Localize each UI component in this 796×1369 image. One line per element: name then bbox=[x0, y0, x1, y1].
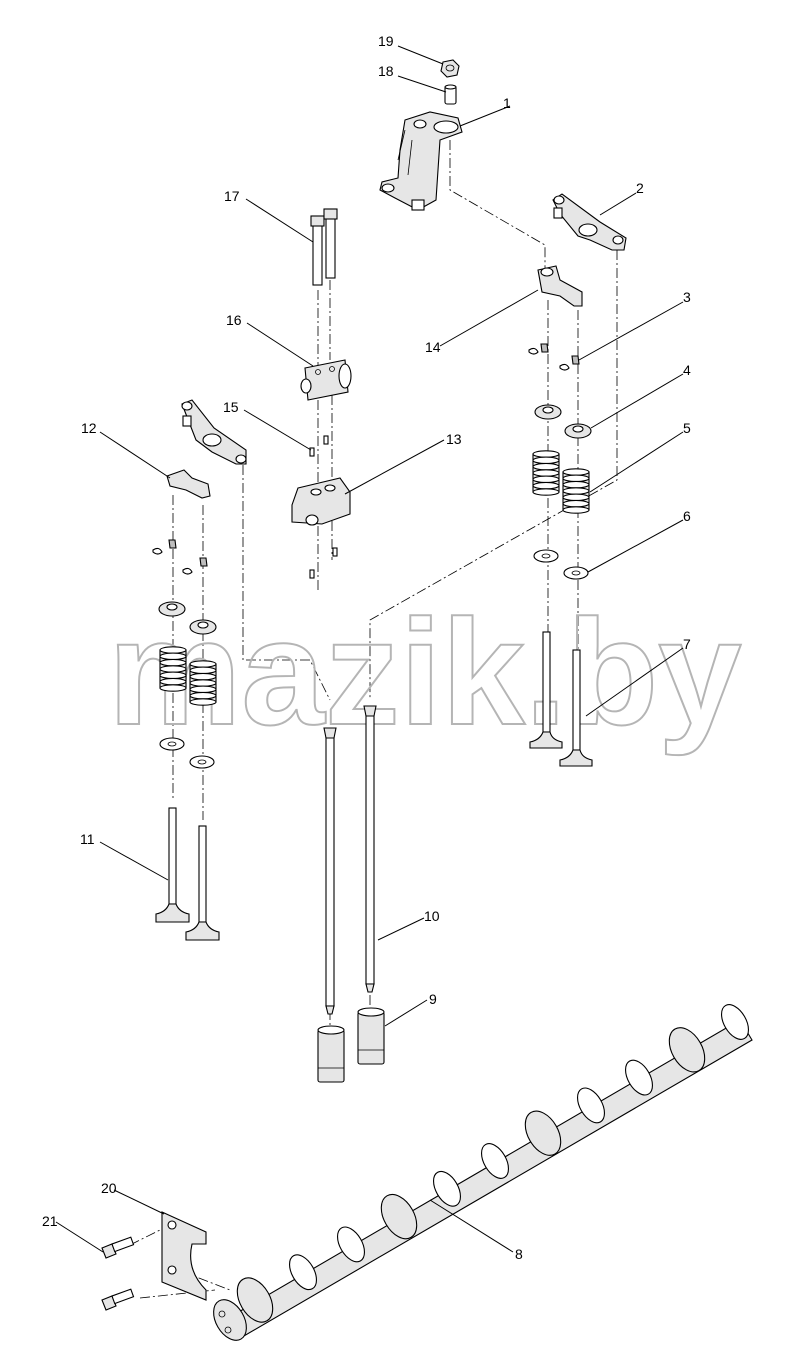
part-18-bushing bbox=[444, 84, 457, 105]
callout-17: 17 bbox=[224, 188, 240, 204]
part-4-spring-retainers-right bbox=[534, 404, 592, 439]
part-19-nut bbox=[440, 59, 460, 78]
callout-8: 8 bbox=[515, 1246, 523, 1262]
part-1-rocker-bracket bbox=[379, 111, 463, 211]
part-13-bracket bbox=[291, 477, 351, 526]
left-valve-springs bbox=[159, 646, 217, 706]
part-11-valves-left bbox=[155, 807, 220, 941]
left-spring-retainers bbox=[158, 601, 217, 635]
part-5-valve-springs-right bbox=[532, 450, 590, 514]
callout-21: 21 bbox=[42, 1213, 58, 1229]
callout-16: 16 bbox=[226, 312, 242, 328]
part-20-thrust-plate bbox=[161, 1211, 207, 1301]
part-17-bolts bbox=[310, 208, 338, 286]
part-8-camshaft bbox=[213, 1004, 753, 1341]
callout-numbers: 1 2 3 4 5 6 7 8 9 10 11 12 13 14 15 16 1… bbox=[42, 33, 691, 1262]
part-9-tappets bbox=[317, 1007, 385, 1083]
part-6-spring-seats-right bbox=[533, 549, 589, 580]
callout-15: 15 bbox=[223, 399, 239, 415]
callout-1: 1 bbox=[503, 95, 511, 111]
callout-3: 3 bbox=[683, 289, 691, 305]
callout-10: 10 bbox=[424, 908, 440, 924]
part-3-valve-keepers-right bbox=[528, 343, 580, 371]
left-valve-keepers bbox=[152, 539, 208, 575]
callout-13: 13 bbox=[446, 431, 462, 447]
callout-7: 7 bbox=[683, 636, 691, 652]
part-10-push-rods bbox=[323, 705, 377, 1015]
part-12-rocker bbox=[166, 469, 211, 499]
callout-4: 4 bbox=[683, 362, 691, 378]
callout-14: 14 bbox=[425, 339, 441, 355]
callout-2: 2 bbox=[636, 180, 644, 196]
part-15-pins bbox=[309, 435, 338, 579]
callout-9: 9 bbox=[429, 991, 437, 1007]
callout-20: 20 bbox=[101, 1180, 117, 1196]
callout-12: 12 bbox=[81, 420, 97, 436]
part-2-rocker-arm bbox=[552, 193, 627, 251]
part-21-bolts bbox=[101, 1236, 135, 1311]
callout-leaders bbox=[55, 45, 684, 1253]
callout-5: 5 bbox=[683, 420, 691, 436]
left-spring-seats bbox=[159, 737, 215, 769]
part-16-support-block bbox=[300, 359, 352, 401]
callout-18: 18 bbox=[378, 63, 394, 79]
callout-6: 6 bbox=[683, 508, 691, 524]
callout-19: 19 bbox=[378, 33, 394, 49]
left-rocker-arm bbox=[181, 399, 247, 465]
callout-11: 11 bbox=[80, 831, 95, 847]
part-7-valves-right bbox=[529, 631, 593, 767]
part-14-rocker bbox=[537, 265, 583, 307]
